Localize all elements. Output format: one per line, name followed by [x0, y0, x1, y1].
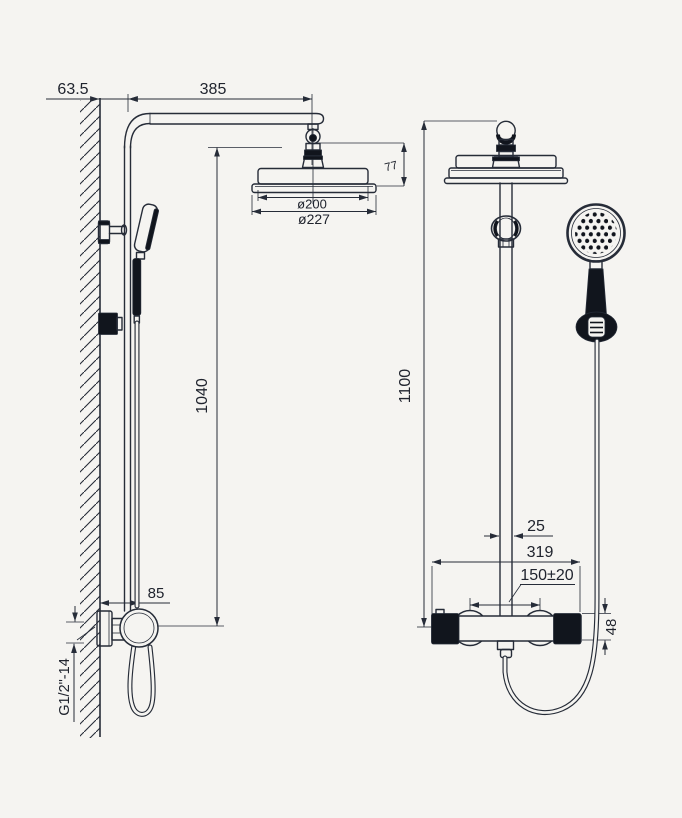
dim-wall-offset-label: 63.5	[57, 81, 88, 98]
dim-arm-reach: 385	[128, 81, 313, 165]
valve-side	[96, 608, 159, 648]
shower-arm	[149, 112, 325, 125]
dim-head-drop: 77	[318, 142, 407, 187]
dim-overall-height: 1100	[397, 120, 497, 628]
wall-bracket-lower	[98, 312, 123, 335]
shower-head-front	[443, 154, 569, 185]
hose-front	[502, 338, 600, 716]
dim-inlet-thread: G1/2"-14	[57, 606, 96, 722]
dim-valve-width-label: 319	[527, 544, 554, 561]
dim-head-face-dia-label: ø200	[297, 197, 327, 212]
valve-front	[431, 608, 582, 659]
pipe-union-ring	[490, 215, 522, 248]
wall	[80, 98, 101, 738]
shower-head-side	[251, 167, 377, 194]
dim-valve-width: 319	[431, 544, 581, 615]
dim-pipe-width: 25	[484, 518, 553, 539]
hand-shower-front	[566, 203, 626, 343]
dim-arm-reach-label: 385	[200, 81, 227, 98]
dim-pipe-width-label: 25	[527, 518, 545, 535]
dim-overall-height-label: 1100	[397, 369, 414, 404]
riser-pipe-front	[499, 182, 513, 617]
dim-inlet-thread-label: G1/2"-14	[57, 658, 73, 716]
dim-inlet-spacing-label: 150±20	[520, 567, 573, 584]
hose-side	[127, 320, 156, 717]
dim-riser-height-label: 1040	[194, 378, 211, 414]
front-view: 1100 25 319 150±20	[397, 120, 626, 716]
ball-joint-side	[301, 123, 325, 169]
side-view: 63.5 385 1040 85 G1/2	[46, 81, 407, 738]
dim-inlet-spacing: 150±20	[469, 567, 575, 611]
hand-shower-side	[132, 203, 160, 324]
spray-face	[575, 212, 617, 254]
dim-head-outer-dia-label: ø227	[298, 211, 330, 227]
ball-joint-front	[491, 120, 521, 169]
hand-shower-holder	[575, 311, 618, 343]
dim-valve-height-label: 48	[603, 619, 620, 636]
dim-valve-offset-label: 85	[148, 585, 165, 602]
dim-riser-height: 1040	[158, 147, 282, 627]
wall-bracket-upper	[97, 220, 128, 245]
dim-head-outer-dia: ø227	[251, 195, 377, 227]
dim-head-drop-label: 77	[384, 160, 399, 175]
dim-valve-height: 48	[582, 598, 620, 655]
riser-pipe-side	[123, 112, 151, 612]
